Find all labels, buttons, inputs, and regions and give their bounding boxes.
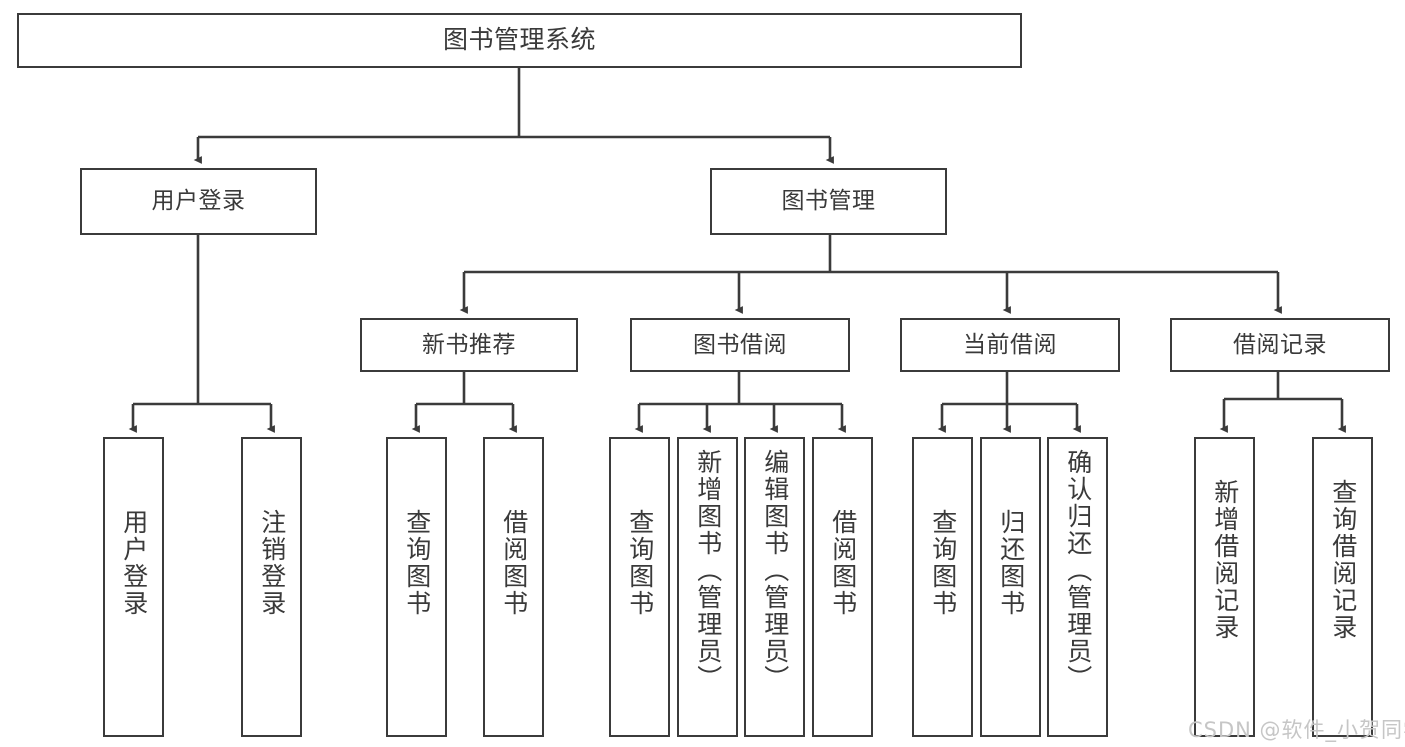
leaf-borrow-book-newbook[interactable]: 借阅图书 [483, 437, 544, 737]
node-label: 新书推荐 [422, 331, 516, 358]
leaf-query-borrow-record[interactable]: 查询借阅记录 [1312, 437, 1373, 737]
node-new-book-recommendation[interactable]: 新书推荐 [360, 318, 578, 372]
node-label: 用户登录 [119, 509, 149, 617]
node-book-management[interactable]: 图书管理 [710, 168, 947, 235]
leaf-query-book-newbook[interactable]: 查询图书 [386, 437, 447, 737]
leaf-query-book-borrowing[interactable]: 查询图书 [609, 437, 670, 737]
node-label: 编辑图书（管理员） [760, 449, 790, 692]
node-borrowing-record[interactable]: 借阅记录 [1170, 318, 1390, 372]
node-label: 借阅记录 [1233, 331, 1327, 358]
leaf-return-book[interactable]: 归还图书 [980, 437, 1041, 737]
leaf-query-book-current[interactable]: 查询图书 [912, 437, 973, 737]
node-label: 查询图书 [928, 509, 958, 617]
leaf-borrow-book-borrowing[interactable]: 借阅图书 [812, 437, 873, 737]
node-label: 图书管理系统 [442, 25, 596, 55]
node-book-borrowing[interactable]: 图书借阅 [630, 318, 850, 372]
node-label: 借阅图书 [828, 509, 858, 617]
node-root-book-management-system[interactable]: 图书管理系统 [17, 13, 1022, 68]
node-label: 注销登录 [257, 509, 287, 617]
leaf-add-book-admin[interactable]: 新增图书（管理员） [677, 437, 738, 737]
node-user-login[interactable]: 用户登录 [80, 168, 317, 235]
node-label: 当前借阅 [963, 331, 1057, 358]
node-current-borrowing[interactable]: 当前借阅 [900, 318, 1120, 372]
node-label: 查询图书 [402, 509, 432, 617]
node-label: 借阅图书 [499, 509, 529, 617]
node-label: 查询借阅记录 [1328, 479, 1358, 641]
leaf-logout[interactable]: 注销登录 [241, 437, 302, 737]
node-label: 归还图书 [996, 509, 1026, 617]
node-label: 新增图书（管理员） [693, 449, 723, 692]
leaf-user-login[interactable]: 用户登录 [103, 437, 164, 737]
leaf-edit-book-admin[interactable]: 编辑图书（管理员） [744, 437, 805, 737]
node-label: 用户登录 [151, 188, 246, 215]
node-label: 图书借阅 [693, 331, 787, 358]
node-label: 查询图书 [625, 509, 655, 617]
leaf-add-borrow-record[interactable]: 新增借阅记录 [1194, 437, 1255, 737]
leaf-confirm-return-admin[interactable]: 确认归还（管理员） [1047, 437, 1108, 737]
node-label: 确认归还（管理员） [1063, 449, 1093, 692]
node-label: 图书管理 [781, 188, 876, 215]
node-label: 新增借阅记录 [1210, 479, 1240, 641]
